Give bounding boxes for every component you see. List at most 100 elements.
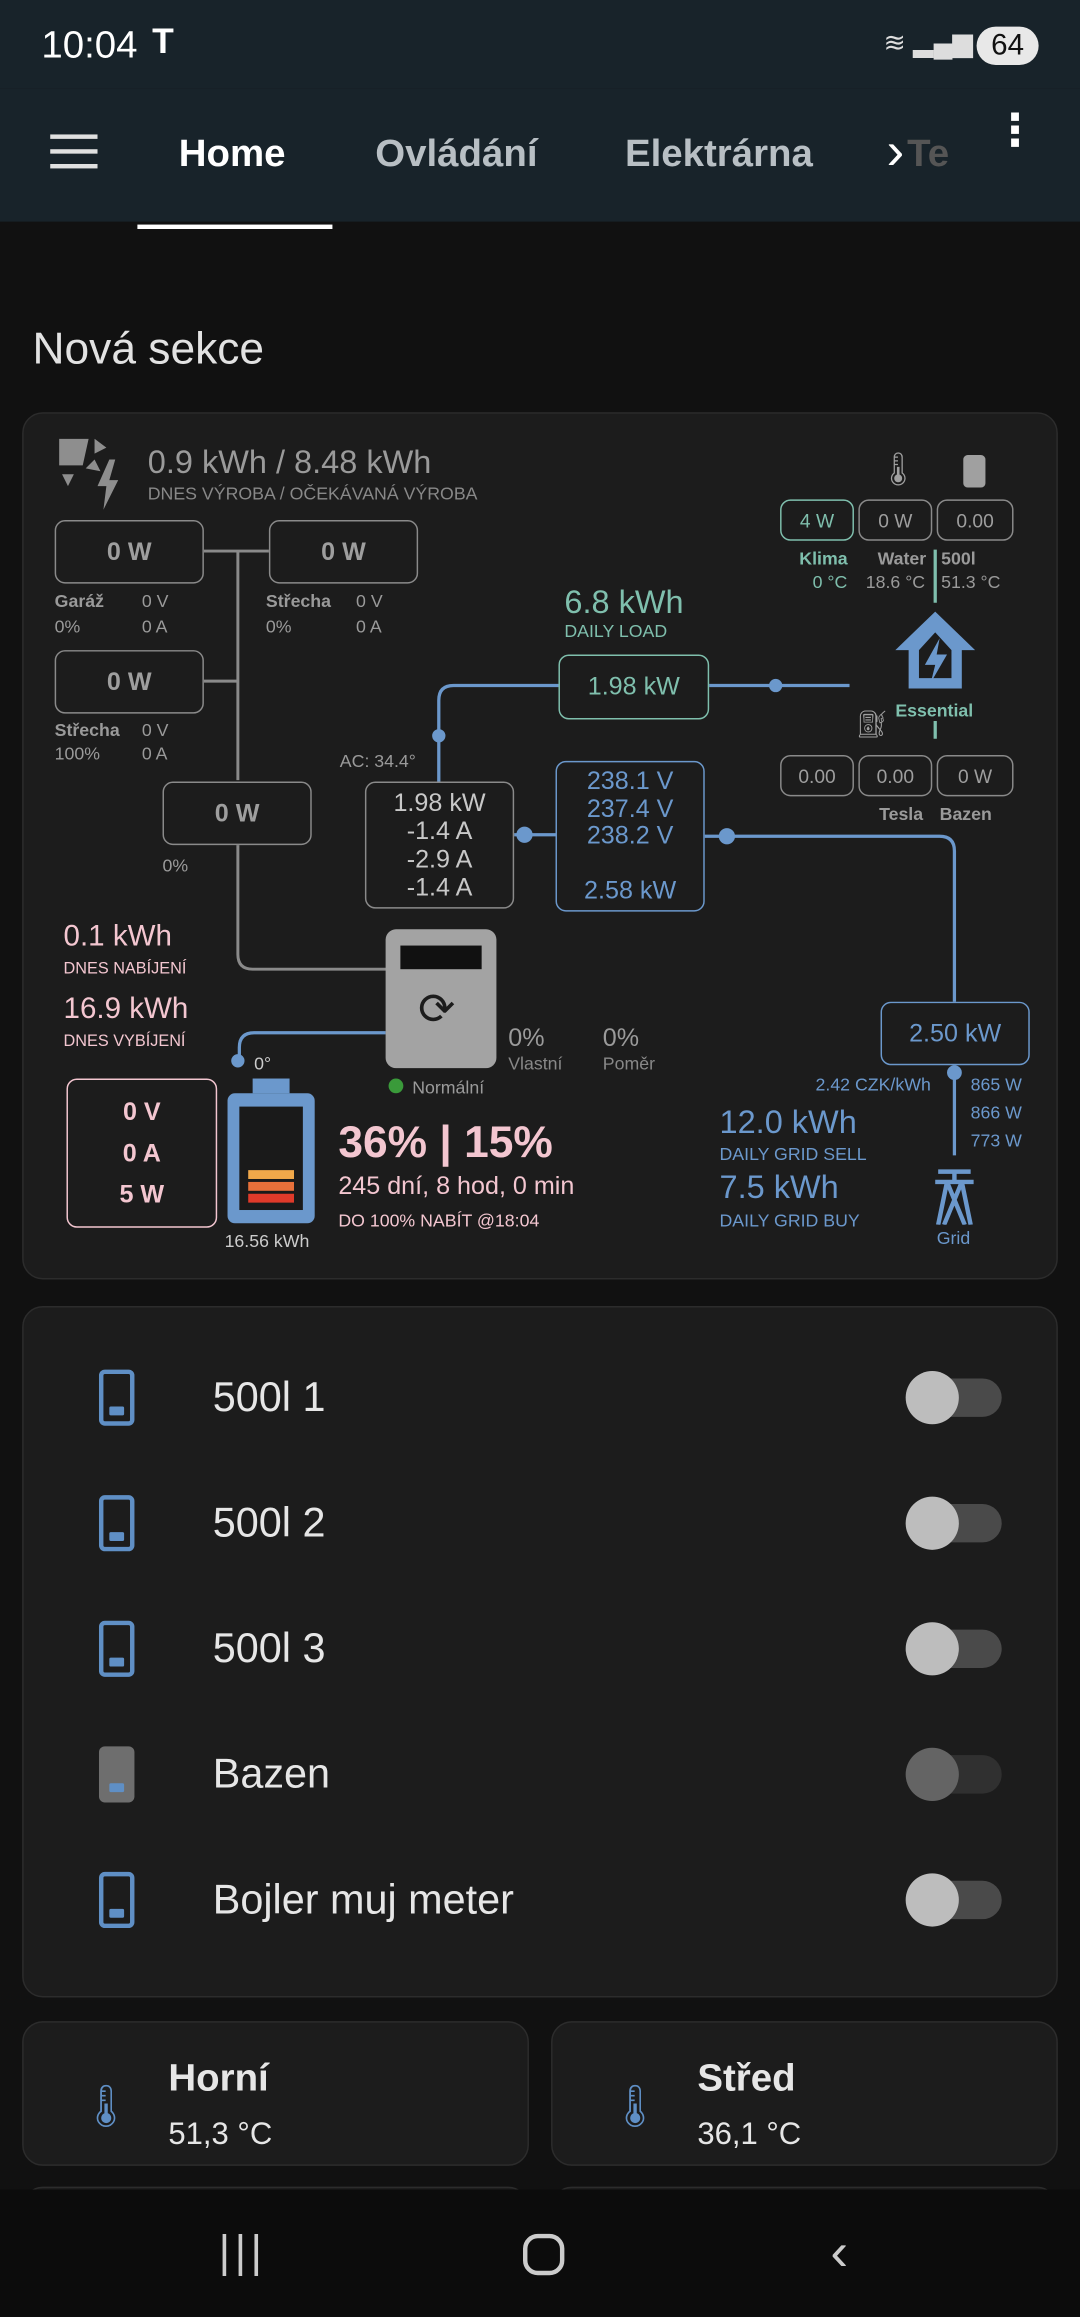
500l-temp: 51.3 °C	[941, 571, 1001, 593]
ev-charger-icon: ⛽︎	[855, 709, 890, 739]
daily-discharge-label: DNES VYBÍJENÍ	[63, 1032, 186, 1051]
menu-icon[interactable]	[50, 134, 98, 169]
status-dot	[388, 1078, 404, 1094]
water-power: 0 W	[858, 499, 933, 541]
app-bar	[0, 88, 1080, 222]
essential-label: Essential	[895, 700, 974, 721]
recent-apps-icon[interactable]: |||	[218, 2227, 267, 2277]
home-icon[interactable]	[523, 2233, 565, 2276]
solar-production: 0.9 kWh / 8.48 kWh	[147, 443, 432, 481]
inverter-l2: -2.9 A	[406, 845, 473, 874]
daily-discharge: 16.9 kWh	[63, 992, 189, 1026]
sync-icon: ⟳	[418, 985, 456, 1035]
inverter-icon: ⟳	[385, 929, 497, 1069]
sensor-card-stred[interactable]: 🌡︎ Střed 36,1 °C	[551, 2021, 1058, 2166]
toggle-switch[interactable]	[905, 1371, 1002, 1425]
grid-phase-3: 773 W	[970, 1130, 1022, 1151]
water-heater-icon	[98, 1871, 135, 1929]
grid-v3: 238.2 V	[586, 821, 674, 850]
toggle-switch[interactable]	[905, 1622, 1002, 1676]
grid-inverter-power: 2.58 kW	[584, 875, 677, 904]
transmission-tower-icon	[935, 1169, 974, 1225]
scroll-tabs-right-icon[interactable]: ›	[886, 119, 905, 181]
pv3-amp: 0 A	[141, 743, 168, 764]
tab-elektrarna[interactable]: Elektrárna	[624, 130, 813, 176]
grid-label: Grid	[936, 1227, 971, 1249]
battery-voltage: 0 V	[122, 1096, 161, 1126]
grid-v1: 238.1 V	[586, 766, 674, 795]
pv2-name: Střecha	[265, 590, 331, 612]
pv3-power: 0 W	[54, 650, 204, 714]
klima-power: 4 W	[780, 499, 854, 541]
pv1-volt: 0 V	[141, 590, 169, 612]
battery-capacity: 16.56 kWh	[224, 1230, 310, 1252]
pv-total-pct: 0%	[162, 855, 189, 877]
pv2-pct: 0%	[265, 616, 292, 637]
pv3-name: Střecha	[54, 719, 120, 741]
load-power: 1.98 kW	[558, 654, 710, 720]
battery-icon	[227, 1078, 315, 1224]
tab-ovladani[interactable]: Ovládání	[375, 130, 538, 176]
battery-temp: 0°	[254, 1053, 272, 1075]
tab-partial[interactable]: Te	[907, 130, 950, 176]
daily-charge: 0.1 kWh	[63, 920, 172, 953]
grid-phase-1: 865 W	[970, 1074, 1022, 1095]
thermometer-drop-icon: 🌡︎	[877, 450, 919, 488]
daily-grid-buy-label: DAILY GRID BUY	[719, 1210, 860, 1231]
500l-power: 0.00	[936, 499, 1014, 541]
inverter-box: 1.98 kW -1.4 A -2.9 A -1.4 A	[364, 781, 515, 909]
self-consumption-label: Vlastní	[508, 1053, 563, 1075]
water-heater-icon	[98, 1369, 135, 1426]
grid-voltage-box: 238.1 V 237.4 V 238.2 V 2.58 kW	[555, 760, 705, 912]
house-icon	[895, 611, 976, 689]
toggle-switch[interactable]	[905, 1747, 1002, 1801]
pv-total-power: 0 W	[162, 781, 312, 846]
grid-price: 2.42 CZK/kWh	[815, 1074, 931, 1095]
solar-panel-icon	[59, 438, 119, 510]
inverter-power: 1.98 kW	[393, 788, 486, 818]
tab-home[interactable]: Home	[178, 130, 286, 176]
pv1-amp: 0 A	[141, 616, 168, 637]
thermometer-icon: 🌡︎	[608, 2083, 662, 2129]
switch-label: 500l 3	[212, 1625, 326, 1671]
switch-label: Bazen	[212, 1750, 331, 1797]
sensor-name: Střed	[697, 2055, 796, 2100]
grid-meter-power: 2.50 kW	[880, 1001, 1030, 1066]
battery-stats-box: 0 V 0 A 5 W	[66, 1078, 218, 1228]
switch-label: 500l 1	[212, 1374, 326, 1420]
battery-charge-eta: DO 100% NABÍT @18:04	[338, 1210, 540, 1231]
battery-runtime: 245 dní, 8 hod, 0 min	[338, 1171, 575, 1200]
section-title: Nová sekce	[32, 325, 265, 374]
tesla-label: Tesla	[879, 803, 924, 825]
battery-current: 0 A	[122, 1138, 161, 1167]
daily-load: 6.8 kWh	[564, 583, 684, 621]
pv2-volt: 0 V	[356, 590, 383, 612]
inverter-l3: -1.4 A	[406, 873, 473, 902]
daily-grid-sell-label: DAILY GRID SELL	[719, 1143, 867, 1165]
sensor-card-horni[interactable]: 🌡︎ Horní 51,3 °C	[22, 2021, 529, 2166]
toggle-switch[interactable]	[905, 1873, 1002, 1927]
device-unavailable-icon	[98, 1746, 135, 1803]
klima-label: Klima	[799, 548, 848, 569]
load-bottom-1: 0.00	[780, 754, 854, 797]
water-temp: 18.6 °C	[865, 571, 926, 593]
battery-soc: 36% | 15%	[338, 1118, 553, 1168]
self-consumption-pct: 0%	[508, 1023, 545, 1052]
status-bar: 10:04 T ≋ ▂▄▆ 64	[0, 0, 1080, 89]
inverter-status: Normální	[412, 1077, 485, 1098]
switch-label: Bojler muj meter	[212, 1876, 514, 1923]
toggle-switch[interactable]	[905, 1496, 1002, 1550]
tesla-power: 0.00	[858, 754, 933, 797]
system-nav-bar: ||| ‹	[0, 2189, 1080, 2317]
daily-grid-sell: 12.0 kWh	[719, 1103, 857, 1141]
thermometer-icon: 🌡︎	[79, 2083, 133, 2129]
daily-charge-label: DNES NABÍJENÍ	[63, 960, 187, 979]
water-heater-icon	[963, 455, 986, 488]
water-heater-icon	[98, 1620, 135, 1677]
pv3-volt: 0 V	[141, 719, 169, 741]
switches-card	[22, 1306, 1058, 1998]
wifi-signal-icon: ≋ ▂▄▆	[883, 28, 973, 58]
active-tab-indicator	[137, 224, 333, 230]
water-label: Water	[877, 548, 927, 569]
back-icon[interactable]: ‹	[830, 2220, 849, 2282]
